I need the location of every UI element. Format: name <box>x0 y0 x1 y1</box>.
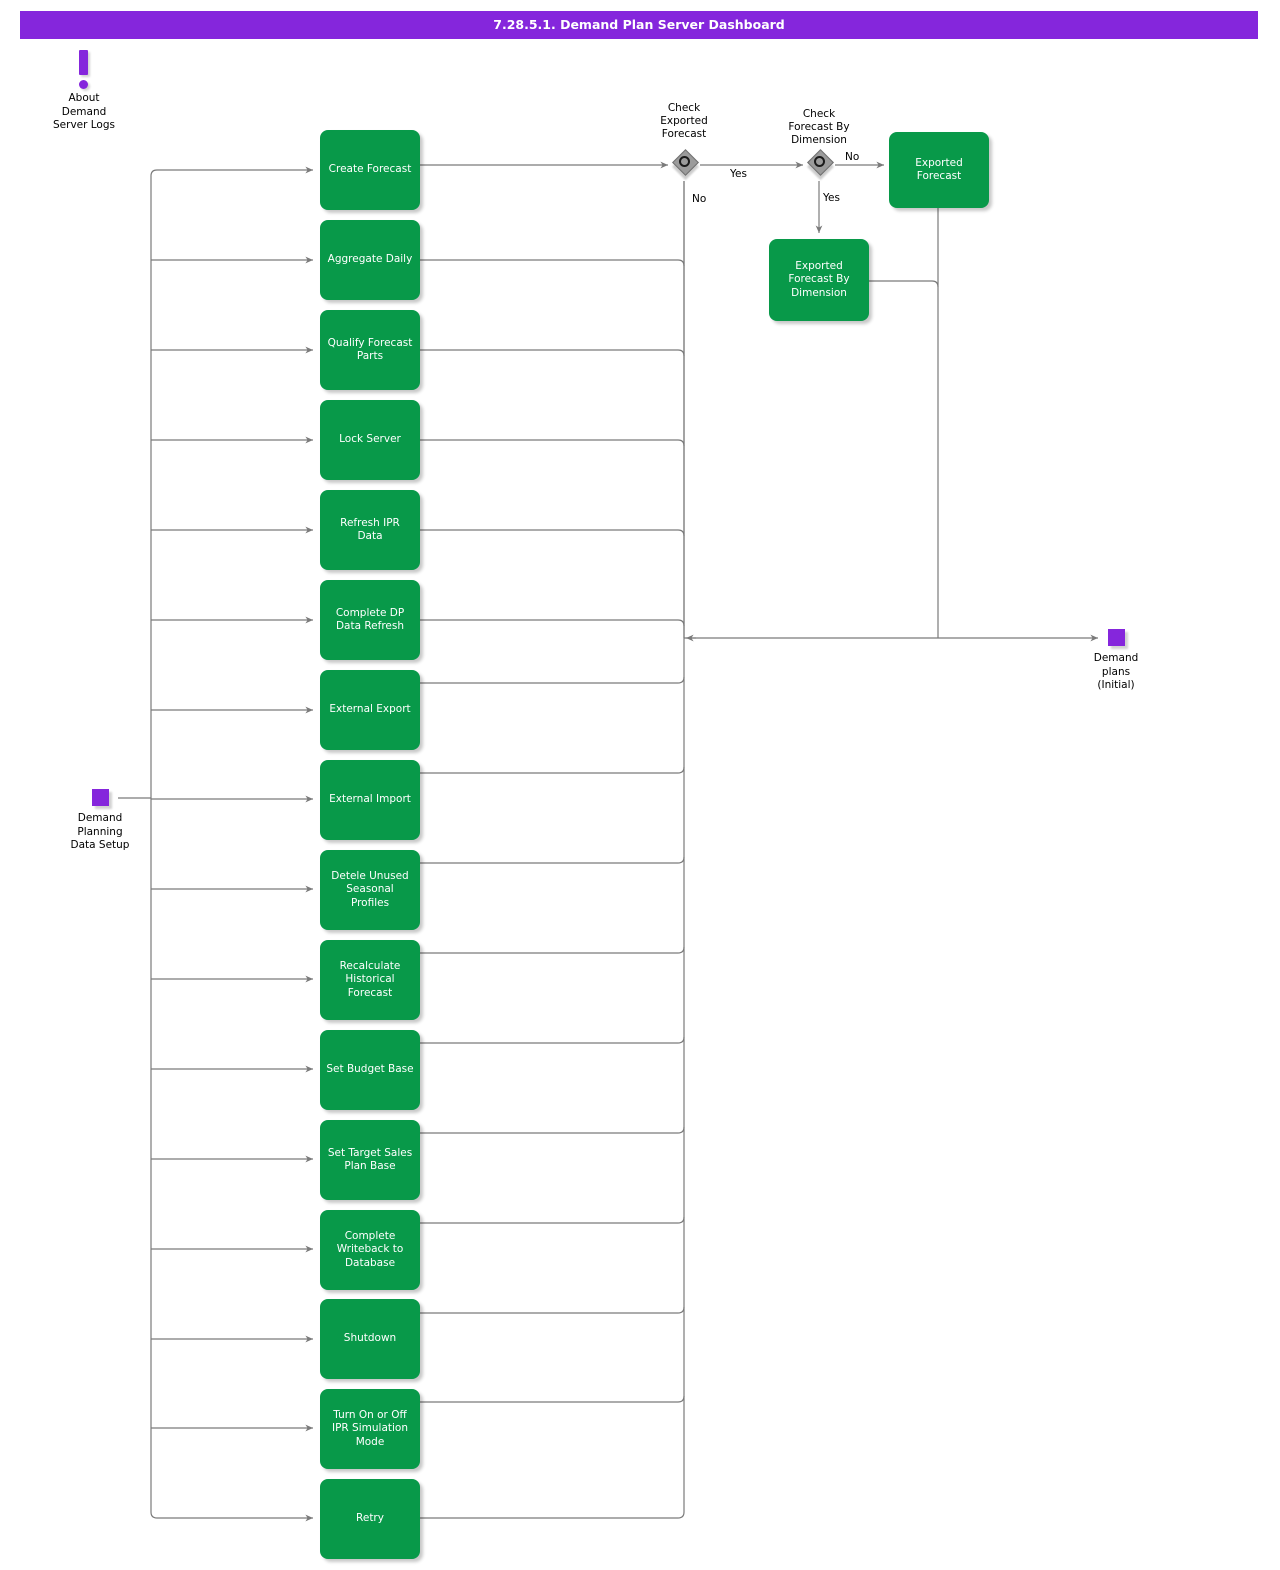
edge-set-target-sales-plan-base-out <box>420 1126 685 1134</box>
decision-label-line: Check <box>667 102 701 114</box>
pin-label: Demand plans (Initial) <box>1046 652 1186 693</box>
activity-exported-forecast[interactable]: Exported Forecast <box>889 132 989 208</box>
decision-label-line: Exported <box>660 115 708 128</box>
page-title: 7.28.5.1. Demand Plan Server Dashboard <box>493 17 785 32</box>
activity-label: Qualify Forecast Parts <box>327 336 413 362</box>
pin-label-line: (Initial) <box>1097 679 1135 692</box>
activity-label: External Import <box>329 793 411 806</box>
pin-label: Demand Planning Data Setup <box>30 812 170 853</box>
activity-label: Retry <box>356 1512 384 1525</box>
activity-label: Turn On or Off IPR Simulation Mode <box>332 1409 408 1448</box>
activity-retry[interactable]: Retry <box>320 1479 420 1559</box>
decision-check-exported-forecast[interactable] <box>672 149 703 180</box>
activity-label: Exported Forecast By Dimension <box>788 260 850 299</box>
activity-qualify-forecast-parts[interactable]: Qualify Forecast Parts <box>320 310 420 390</box>
activity-lock-server[interactable]: Lock Server <box>320 400 420 480</box>
output-pin-icon <box>1108 629 1125 646</box>
activity-label: External Export <box>329 703 411 716</box>
note-label-line: Demand <box>61 105 107 118</box>
activity-recalculate-historical-forecast[interactable]: Recalculate Historical Forecast <box>320 940 420 1020</box>
edge-set-budget-base-out <box>420 1036 685 1044</box>
edge-external-export-out <box>420 676 685 684</box>
activity-aggregate-daily[interactable]: Aggregate Daily <box>320 220 420 300</box>
edge-detele-unused-seasonal-profiles-out <box>420 856 685 864</box>
activity-label: Aggregate Daily <box>327 253 413 266</box>
activity-external-export[interactable]: External Export <box>320 670 420 750</box>
activity-label: Recalculate Historical Forecast <box>339 960 401 999</box>
edge-to-retry <box>150 1511 313 1522</box>
activity-detele-unused-seasonal-profiles[interactable]: Detele Unused Seasonal Profiles <box>320 850 420 930</box>
edge-refresh-ipr-data-out <box>420 529 685 537</box>
guard-label-check-dimension-yes: Yes <box>823 192 840 204</box>
edge-complete-dp-data-refresh-out <box>420 619 685 627</box>
activity-label: Complete DP Data Refresh <box>335 606 405 632</box>
edge-aggregate-daily-out <box>420 259 685 267</box>
decision-ring-icon <box>814 156 825 167</box>
guard-label-check-dimension-no: No <box>845 151 860 163</box>
activity-label: Set Budget Base <box>326 1063 414 1076</box>
decision-label-line: Forecast <box>661 128 707 141</box>
edge-lock-server-out <box>420 439 685 447</box>
activity-refresh-ipr-data[interactable]: Refresh IPR Data <box>320 490 420 570</box>
edge-qualify-forecast-parts-out <box>420 349 685 357</box>
activity-complete-dp-data-refresh[interactable]: Complete DP Data Refresh <box>320 580 420 660</box>
activity-label: Complete Writeback to Database <box>336 1230 404 1269</box>
decision-label-line: Check <box>802 108 836 120</box>
activity-turn-on-or-off-ipr-simulation-mode[interactable]: Turn On or Off IPR Simulation Mode <box>320 1389 420 1469</box>
activity-set-budget-base[interactable]: Set Budget Base <box>320 1030 420 1110</box>
note-label-line: Server Logs <box>53 119 115 132</box>
activity-shutdown[interactable]: Shutdown <box>320 1299 420 1379</box>
edge-turn-on-or-off-ipr-simulation-mode-out <box>420 1395 685 1403</box>
activity-external-import[interactable]: External Import <box>320 760 420 840</box>
decision-label-check-exported-forecast: Check Exported Forecast <box>624 102 744 141</box>
decision-label-check-forecast-by-dimension: Check Forecast By Dimension <box>759 108 879 147</box>
decision-label-line: Forecast By <box>788 121 850 134</box>
title-bar: 7.28.5.1. Demand Plan Server Dashboard <box>20 11 1258 39</box>
note-label-line: About <box>68 92 100 104</box>
input-pin-icon <box>92 789 109 806</box>
edge-retry-out <box>420 1511 685 1519</box>
edge-recalculate-historical-forecast-out <box>420 946 685 954</box>
activity-label: Lock Server <box>339 433 401 446</box>
activity-label: Shutdown <box>343 1332 397 1345</box>
activity-label: Create Forecast <box>328 163 412 176</box>
edge-to-create-forecast <box>150 166 313 177</box>
pin-label-line: Demand <box>1093 652 1139 664</box>
decision-ring-icon <box>679 156 690 167</box>
edge-external-import-out <box>420 766 685 774</box>
exclamation-mark-icon <box>79 50 88 75</box>
pin-label-line: Demand <box>77 812 123 824</box>
decision-check-forecast-by-dimension[interactable] <box>807 149 838 180</box>
note-label: About Demand Server Logs <box>14 92 154 133</box>
decision-label-line: Dimension <box>791 134 847 147</box>
edge-exported-forecast-by-dimension-out <box>869 280 939 288</box>
activity-label: Exported Forecast <box>915 156 963 182</box>
activity-label: Refresh IPR Data <box>340 516 400 542</box>
edge-shutdown-out <box>420 1306 685 1314</box>
activity-exported-forecast-by-dimension[interactable]: Exported Forecast By Dimension <box>769 239 869 321</box>
pin-label-line: Data Setup <box>70 839 130 852</box>
activity-set-target-sales-plan-base[interactable]: Set Target Sales Plan Base <box>320 1120 420 1200</box>
activity-label: Set Target Sales Plan Base <box>327 1146 413 1172</box>
activity-create-forecast[interactable]: Create Forecast <box>320 130 420 210</box>
activity-complete-writeback-to-database[interactable]: Complete Writeback to Database <box>320 1210 420 1290</box>
guard-label-check-exported-yes: Yes <box>730 168 747 180</box>
pin-label-line: plans <box>1101 665 1131 678</box>
edge-complete-writeback-to-database-out <box>420 1216 685 1224</box>
activity-label: Detele Unused Seasonal Profiles <box>331 870 409 909</box>
pin-label-line: Planning <box>77 825 123 838</box>
exclamation-dot-icon <box>79 80 88 89</box>
guard-label-check-exported-no: No <box>692 193 707 205</box>
